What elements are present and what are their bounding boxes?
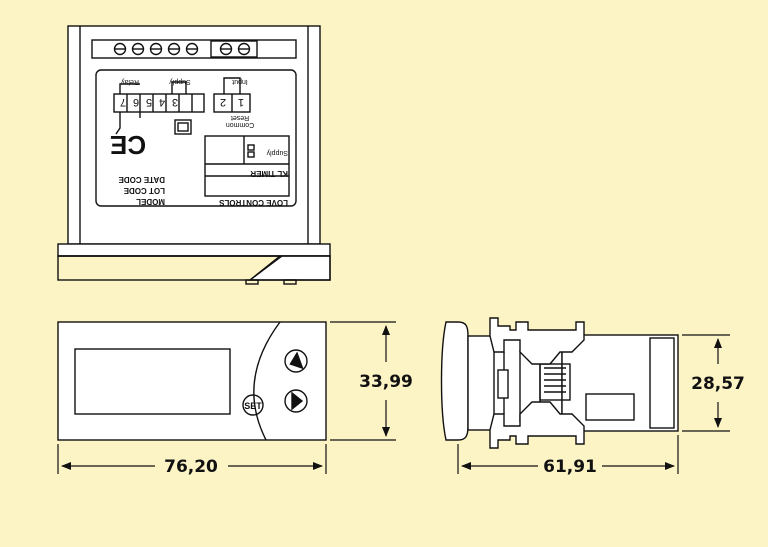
brand-name: LOVE CONTROLS [218,198,288,207]
keypad-curve [253,321,281,441]
set-button-label: SET [244,401,262,411]
terminal-number: 2 [220,96,226,108]
product-name: KL TIMER [250,169,288,178]
height-dimension [330,321,396,441]
indicator-square [174,119,192,135]
model-label: MODEL [136,197,165,206]
supply-label: Supply [266,149,288,156]
rear-view [57,25,331,285]
width-dimension [57,444,327,474]
legend-common: Common [226,121,255,128]
front-view [57,321,327,441]
side-view [440,317,679,449]
dimension-side-height: 28,57 [691,374,745,394]
terminal-number: 1 [238,96,244,108]
dimension-front-height: 33,99 [359,372,413,392]
mounting-clip [489,317,585,365]
depth-dimension [457,435,679,474]
terminal-screws [113,40,258,58]
legend-relay: Relay [121,78,139,85]
side-height-dimension [682,334,730,432]
terminal-number: 7 [120,96,126,108]
set-button [242,394,264,416]
legend-supply: Supply [169,78,191,85]
arrow-down-icon [284,389,308,413]
terminal-number: 4 [159,96,165,108]
housing-base [57,243,331,257]
arrow-up-icon [284,349,308,373]
terminal-number: 6 [133,96,139,108]
terminal-number: 3 [172,96,178,108]
display-window [74,348,231,415]
bezel [440,321,469,441]
date-code-label: DATE CODE [118,175,165,184]
rear-label-text: 7 6 5 4 3 2 1 Relay Supply Input Reset C… [110,78,288,207]
lot-code-label: LOT CODE [123,186,165,195]
label-plate [95,69,297,207]
dimension-side-depth: 61,91 [543,457,597,477]
ce-mark-icon: CE [110,130,146,160]
dimension-front-width: 76,20 [164,457,218,477]
legend-reset: Reset [231,114,249,121]
legend-input: Input [232,78,248,85]
side-rear [561,334,679,432]
terminal-number: 5 [146,96,152,108]
